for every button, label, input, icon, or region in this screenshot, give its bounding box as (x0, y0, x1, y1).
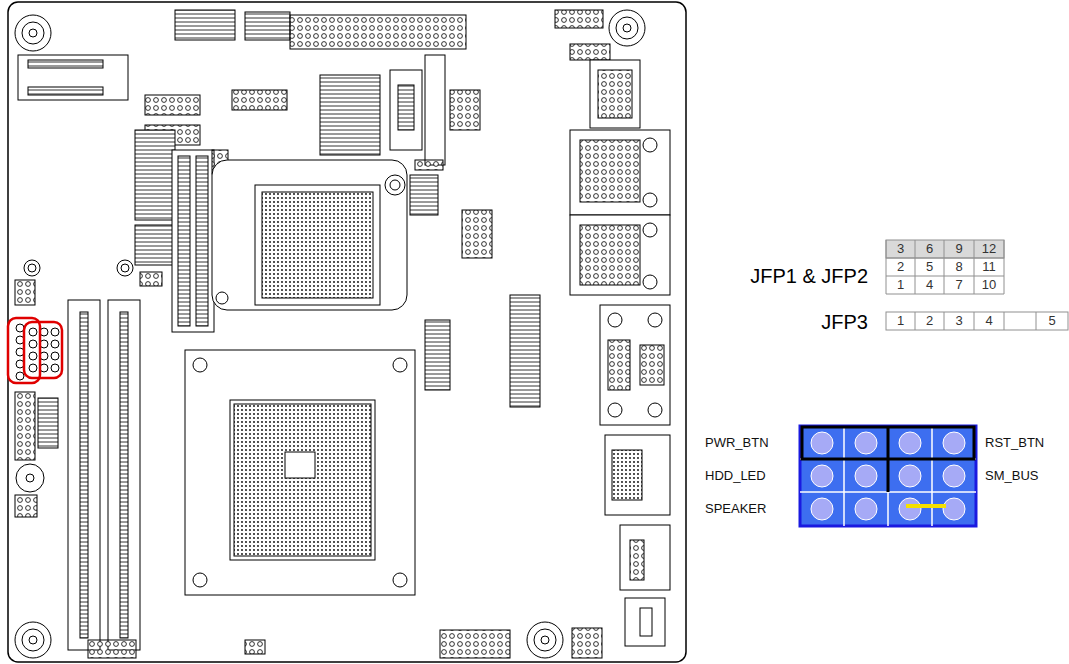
table-cell: 2 (926, 314, 933, 328)
pin-label: RST_BTN (985, 436, 1044, 450)
table-cell: 1 (897, 278, 904, 292)
table-cell: 6 (926, 242, 933, 256)
misc-headers (15, 272, 602, 658)
mounting-holes (15, 10, 645, 658)
table-cell: 8 (955, 260, 962, 274)
pin-header-figure (800, 426, 976, 526)
mid-connectors (425, 295, 540, 407)
pin-label: SPEAKER (705, 502, 766, 516)
header-name: JFP1 & JFP2 (750, 265, 868, 287)
table-cell: 5 (926, 260, 933, 274)
table-cell: 4 (985, 314, 992, 328)
pin-label: HDD_LED (705, 469, 766, 483)
mini-card-slot (18, 55, 128, 100)
table-cell: 10 (982, 278, 996, 292)
table-cell: 2 (897, 260, 904, 274)
header-name: JFP3 (821, 311, 868, 333)
table-cell: 3 (955, 314, 962, 328)
table-cell: 12 (982, 242, 996, 256)
table-cell: 5 (1048, 314, 1055, 328)
pin-table (886, 240, 1068, 330)
pin-label: SM_BUS (985, 469, 1038, 483)
table-cell: 11 (982, 260, 996, 274)
table-cell: 7 (955, 278, 962, 292)
rear-io (570, 60, 670, 646)
jfp-headers (8, 318, 62, 383)
table-cell: 3 (897, 242, 904, 256)
memory-slots (68, 300, 140, 650)
cpu-socket (185, 350, 415, 595)
board-outline (8, 2, 686, 662)
table-cell: 9 (955, 242, 962, 256)
table-cell: 4 (926, 278, 933, 292)
pin-label: PWR_BTN (705, 436, 769, 450)
chipset (212, 160, 407, 310)
table-cell: 1 (897, 314, 904, 328)
top-connectors (135, 10, 610, 332)
